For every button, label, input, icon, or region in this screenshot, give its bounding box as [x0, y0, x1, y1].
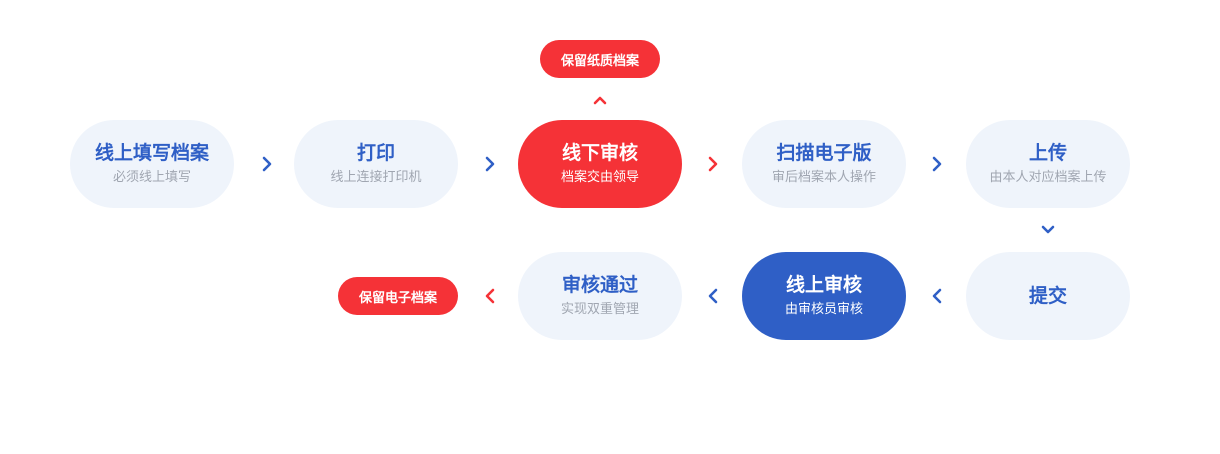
step-review-approved[interactable]: 审核通过 实现双重管理	[518, 252, 682, 340]
step-upload[interactable]: 上传 由本人对应档案上传	[966, 120, 1130, 208]
step-subtitle: 实现双重管理	[560, 302, 639, 317]
chevron-right-icon	[259, 156, 275, 172]
step-submit[interactable]: 提交	[966, 252, 1130, 340]
step-subtitle: 必须线上填写	[112, 170, 191, 185]
step-offline-review[interactable]: 线下审核 档案交由领导	[518, 120, 682, 208]
chevron-down-icon	[1040, 222, 1056, 238]
badge-keep-paper-archive: 保留纸质档案	[540, 40, 660, 78]
step-online-review[interactable]: 线上审核 由审核员审核	[742, 252, 906, 340]
step-subtitle: 线上连接打印机	[330, 170, 422, 185]
step-fill-archive-online[interactable]: 线上填写档案 必须线上填写	[70, 120, 234, 208]
step-title: 审核通过	[561, 274, 638, 296]
step-title: 线下审核	[561, 142, 638, 164]
chevron-left-icon	[929, 288, 945, 304]
chevron-up-icon	[592, 92, 608, 108]
step-title: 上传	[1028, 142, 1067, 164]
chevron-right-icon	[929, 156, 945, 172]
step-subtitle: 审后档案本人操作	[771, 170, 876, 185]
badge-label: 保留纸质档案	[560, 53, 639, 69]
step-title: 线上填写档案	[94, 142, 209, 164]
step-subtitle: 由本人对应档案上传	[989, 170, 1107, 185]
step-subtitle: 档案交由领导	[560, 170, 639, 185]
badge-keep-electronic-archive: 保留电子档案	[338, 277, 458, 315]
chevron-left-icon	[482, 288, 498, 304]
step-subtitle: 由审核员审核	[784, 302, 863, 317]
step-scan-electronic[interactable]: 扫描电子版 审后档案本人操作	[742, 120, 906, 208]
step-print[interactable]: 打印 线上连接打印机	[294, 120, 458, 208]
chevron-right-icon	[705, 156, 721, 172]
chevron-left-icon	[705, 288, 721, 304]
step-title: 打印	[356, 142, 395, 164]
step-title: 扫描电子版	[776, 142, 872, 164]
step-title: 提交	[1028, 285, 1067, 307]
step-title: 线上审核	[785, 274, 862, 296]
badge-label: 保留电子档案	[358, 290, 437, 306]
chevron-right-icon	[482, 156, 498, 172]
